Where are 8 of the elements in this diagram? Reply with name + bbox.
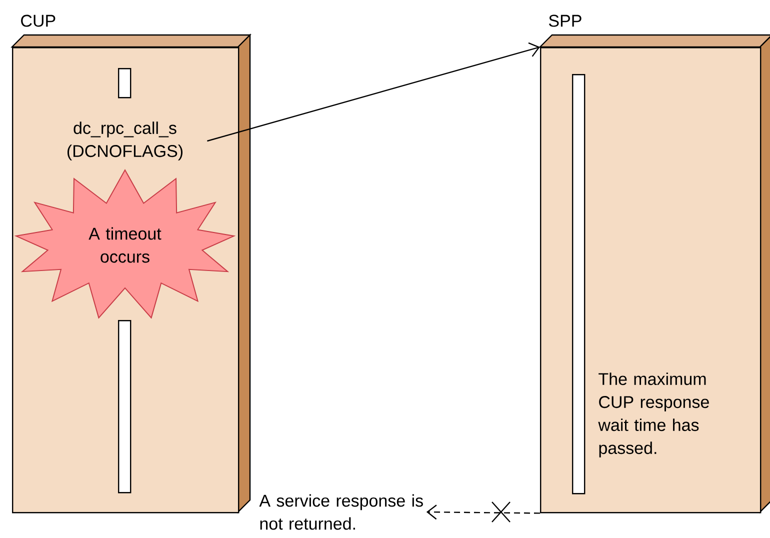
block-heading: CUP xyxy=(21,14,56,27)
block-heading: SPP xyxy=(548,14,582,27)
arrow xyxy=(207,42,540,142)
lifeline-bar xyxy=(118,68,132,98)
lifeline-bar xyxy=(118,320,132,494)
arrow xyxy=(426,504,540,520)
call-label: dc_rpc_call_s (DCNOFLAGS) xyxy=(68,122,182,160)
note-text: A service response is not returned. xyxy=(259,494,423,530)
